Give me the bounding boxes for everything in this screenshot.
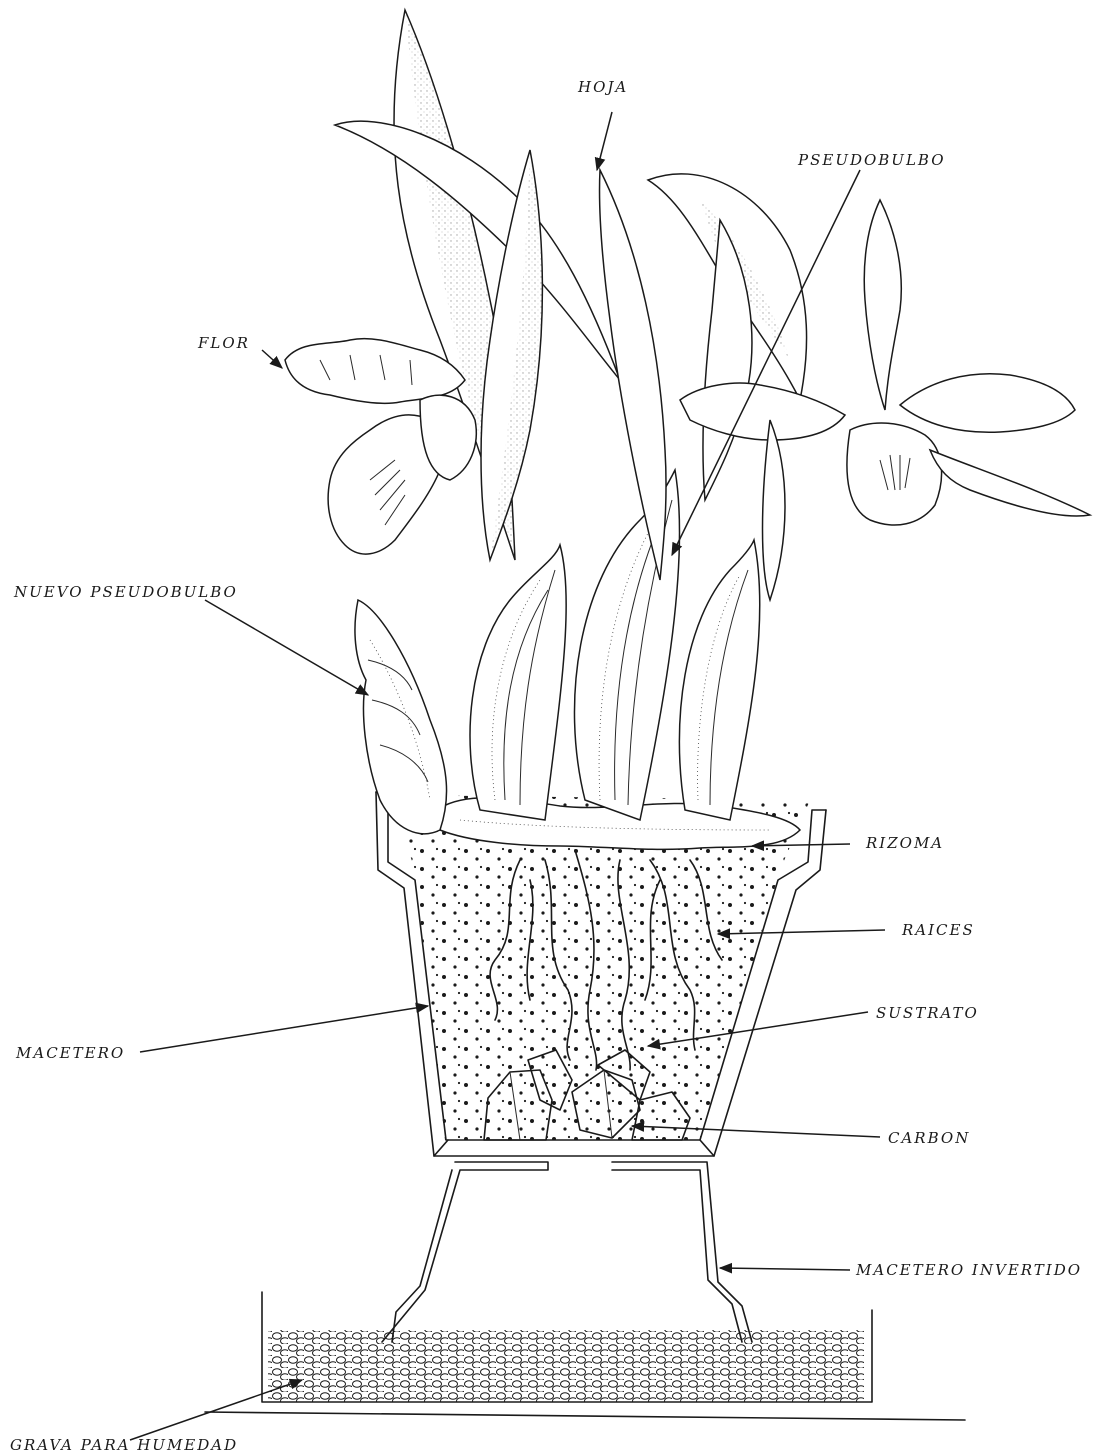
label-raices: RAICES xyxy=(901,921,975,939)
label-rizoma: RIZOMA xyxy=(865,834,944,852)
new-pseudobulb xyxy=(355,600,447,834)
label-nuevo-pseudobulbo: NUEVO PSEUDOBULBO xyxy=(13,583,238,601)
macetero-invertido-leader xyxy=(720,1268,850,1270)
left-flower xyxy=(285,339,476,554)
gravel-tray xyxy=(205,1292,965,1420)
label-grava-para-humedad: GRAVA PARA HUMEDAD xyxy=(10,1436,238,1454)
grava-leader xyxy=(130,1380,302,1440)
label-sustrato: SUSTRATO xyxy=(876,1004,979,1022)
nuevo-pseudobulbo-leader xyxy=(205,600,368,695)
label-hoja: HOJA xyxy=(577,78,628,96)
flor-leader xyxy=(262,350,282,368)
label-pseudobulbo: PSEUDOBULBO xyxy=(797,151,946,169)
label-macetero-invertido: MACETERO INVERTIDO xyxy=(855,1261,1082,1279)
label-flor: FLOR xyxy=(197,334,250,352)
inverted-pot xyxy=(382,1162,752,1342)
label-carbon: CARBON xyxy=(888,1129,970,1147)
label-macetero: MACETERO xyxy=(15,1044,125,1062)
hoja-leader xyxy=(597,112,612,170)
macetero-leader xyxy=(140,1006,428,1052)
